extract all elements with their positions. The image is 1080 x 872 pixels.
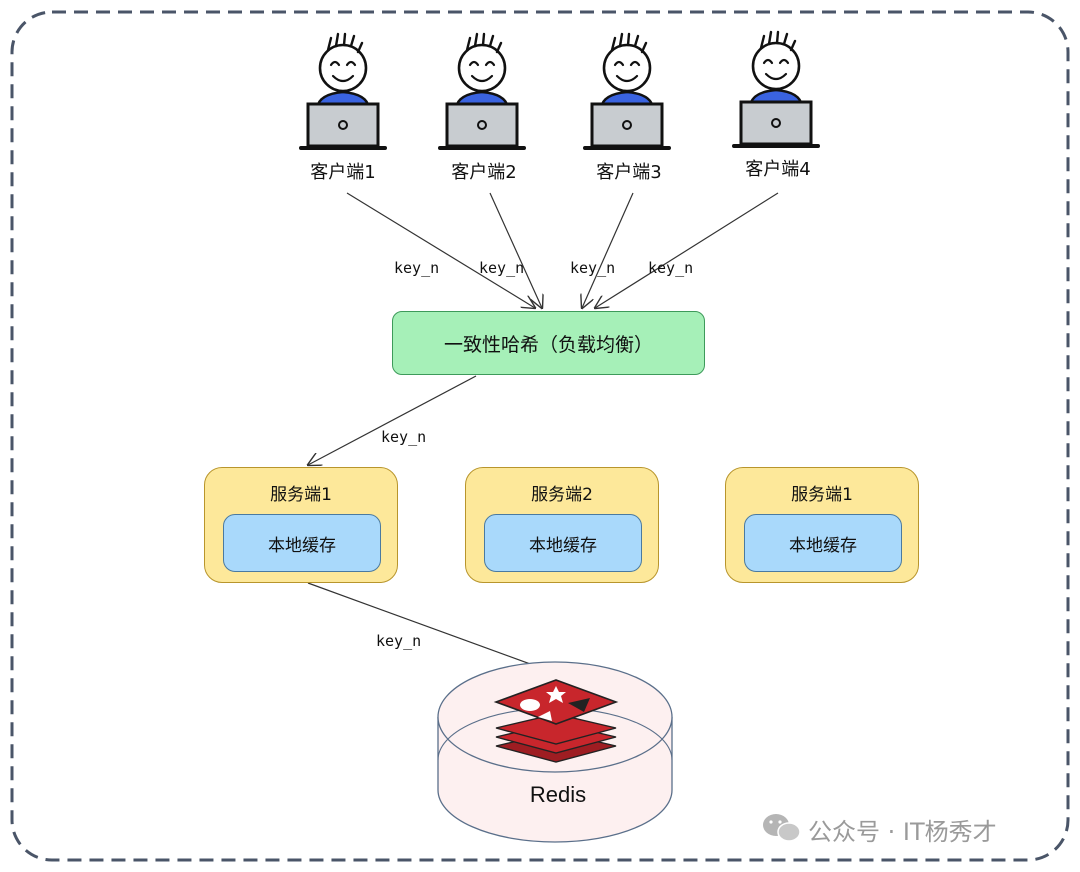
- edge-label-server-redis: key_n: [376, 632, 422, 650]
- edge-label-client3: key_n: [570, 259, 616, 277]
- server-node-2: 服务端2 本地缓存: [465, 467, 659, 583]
- redis-label: Redis: [529, 782, 587, 807]
- client-4-label: 客户端4: [745, 159, 811, 180]
- local-cache-node: 本地缓存: [484, 514, 642, 572]
- client-2-person-icon: [438, 32, 526, 150]
- edge-lb-server1: [308, 375, 477, 465]
- edge-label-lb-server: key_n: [381, 428, 427, 446]
- client-2-label: 客户端2: [451, 162, 517, 183]
- server-title: 服务端1: [270, 485, 332, 505]
- local-cache-node: 本地缓存: [223, 514, 381, 572]
- redis-logo-icon: [493, 679, 619, 763]
- outer-frame: [10, 10, 1070, 862]
- server-node-3: 服务端1 本地缓存: [725, 467, 919, 583]
- server-node-1: 服务端1 本地缓存: [204, 467, 398, 583]
- edge-label-client2: key_n: [479, 259, 525, 277]
- edge-client1-lb: [346, 192, 535, 308]
- client-3-label: 客户端3: [596, 162, 662, 183]
- load-balancer-node: 一致性哈希（负载均衡）: [392, 311, 705, 375]
- client-3-person-icon: [583, 32, 671, 150]
- client-4-person-icon: [732, 30, 820, 148]
- edge-server1-redis: [307, 582, 555, 673]
- client-1-person-icon: [299, 32, 387, 150]
- server-title: 服务端2: [531, 485, 593, 505]
- edge-client4-lb: [595, 192, 779, 308]
- client-1-label: 客户端1: [310, 162, 376, 183]
- edge-client2-lb: [489, 192, 542, 308]
- edge-label-client1: key_n: [394, 259, 440, 277]
- local-cache-node: 本地缓存: [744, 514, 902, 572]
- server-title: 服务端1: [791, 485, 853, 505]
- wechat-icon: [763, 814, 801, 842]
- load-balancer-label: 一致性哈希（负载均衡）: [443, 333, 653, 356]
- watermark-text: 公众号 · IT杨秀才: [808, 818, 997, 846]
- edge-label-client4: key_n: [648, 259, 694, 277]
- edge-client3-lb: [582, 192, 634, 308]
